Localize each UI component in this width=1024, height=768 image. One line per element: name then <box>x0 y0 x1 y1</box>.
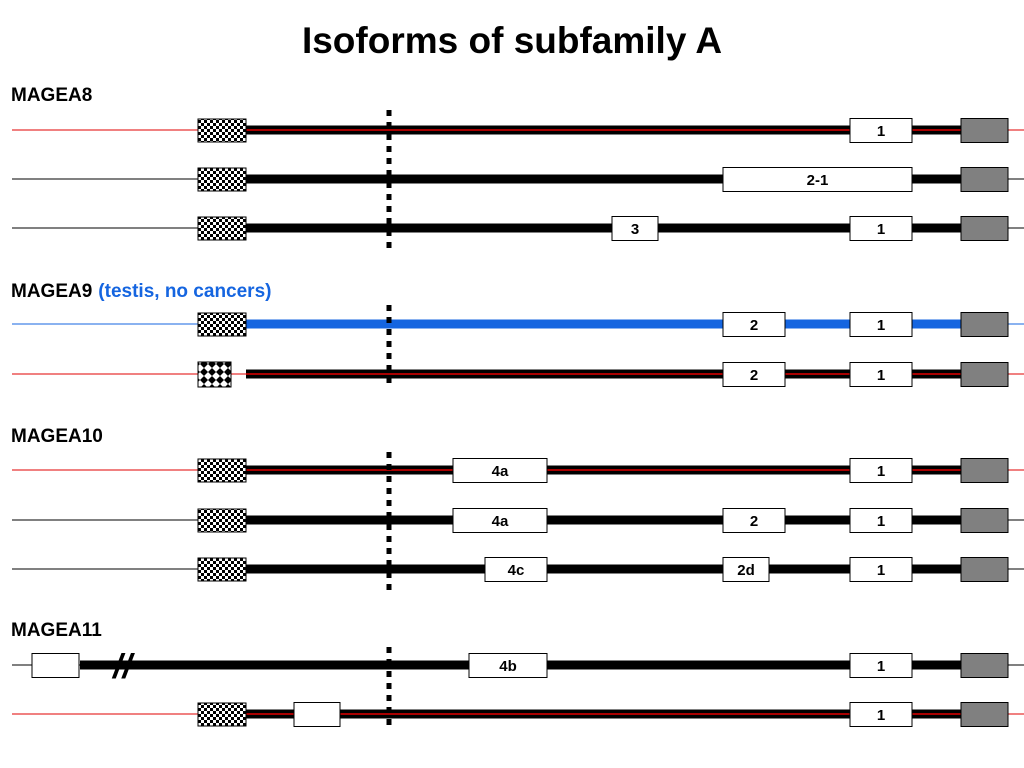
first-exon-diamond <box>197 361 232 388</box>
exon-label: 2d <box>737 562 755 579</box>
exon-label: 4c <box>508 562 525 579</box>
exon-label: 4b <box>499 658 517 675</box>
exon-box <box>484 557 548 582</box>
exon-box <box>849 653 913 678</box>
first-exon-white <box>31 653 80 678</box>
last-exon-grey <box>960 458 1009 483</box>
exon-box <box>722 557 770 582</box>
first-exon-checker <box>197 167 247 192</box>
transcript-body <box>246 564 961 574</box>
last-exon-grey <box>960 167 1009 192</box>
first-exon-checker <box>197 216 247 241</box>
exon-box <box>452 458 548 483</box>
sequence-break: // <box>111 648 135 686</box>
page-title: Isoforms of subfamily A <box>302 20 722 61</box>
first-exon-checker <box>197 702 247 727</box>
exon-box <box>849 557 913 582</box>
last-exon-grey <box>960 312 1009 337</box>
last-exon-grey <box>960 216 1009 241</box>
exon-label: 1 <box>877 463 885 480</box>
exon-label: 2 <box>750 317 758 334</box>
last-exon-grey <box>960 702 1009 727</box>
exon-label: 1 <box>877 367 885 384</box>
exon-label: 1 <box>877 562 885 579</box>
exon-label: 3 <box>631 221 639 238</box>
gene-note: (testis, no cancers) <box>98 281 271 302</box>
exon-box <box>722 312 786 337</box>
exon-label: 1 <box>877 123 885 140</box>
exon-box <box>849 362 913 387</box>
isoform-row: 1 <box>12 702 1024 727</box>
exon-label: 4a <box>492 463 509 480</box>
exon-box <box>722 362 786 387</box>
first-exon-checker <box>197 312 247 337</box>
exon-box <box>849 458 913 483</box>
first-exon-checker <box>197 118 247 143</box>
exon-label: 1 <box>877 513 885 530</box>
exon-box <box>468 653 548 678</box>
last-exon-grey <box>960 118 1009 143</box>
exon-label: 4a <box>492 513 509 530</box>
first-exon-checker <box>197 557 247 582</box>
exon-label: 1 <box>877 317 885 334</box>
exon-label: 1 <box>877 221 885 238</box>
gene-group-magea10: MAGEA10 4a 1 4a 2 1 4c 2d 1 <box>11 426 1024 590</box>
first-exon-checker <box>197 508 247 533</box>
transcript-body <box>246 515 961 525</box>
gene-label: MAGEA9 (testis, no cancers) <box>11 281 271 302</box>
exon-label: 2 <box>750 367 758 384</box>
isoform-row: 4a 1 <box>12 458 1024 483</box>
exon-box <box>849 702 913 727</box>
gene-name: MAGEA10 <box>11 426 103 447</box>
isoform-row: 1 <box>12 118 1024 143</box>
transcript-body <box>246 174 961 184</box>
exon-label: 1 <box>877 707 885 724</box>
exon-box <box>849 508 913 533</box>
gene-name: MAGEA11 <box>11 620 102 641</box>
gene-label: MAGEA11 <box>11 620 102 641</box>
first-exon-checker <box>197 458 247 483</box>
isoform-row: 4a 2 1 <box>12 508 1024 533</box>
exon-box <box>452 508 548 533</box>
exon-label: 2-1 <box>807 172 829 189</box>
last-exon-grey <box>960 653 1009 678</box>
exon-box <box>849 118 913 143</box>
last-exon-grey <box>960 508 1009 533</box>
gene-label: MAGEA10 <box>11 426 103 447</box>
exon-box <box>849 216 913 241</box>
gene-group-magea11: MAGEA11 // 4b 1 1 <box>11 620 1024 728</box>
isoform-row: // 4b 1 <box>12 648 1024 686</box>
gene-label: MAGEA8 <box>11 85 92 106</box>
last-exon-grey <box>960 557 1009 582</box>
transcript-body <box>246 319 961 329</box>
last-exon-grey <box>960 362 1009 387</box>
gene-name: MAGEA9 <box>11 281 92 302</box>
exon-label: 2 <box>750 513 758 530</box>
isoform-row: 4c 2d 1 <box>12 557 1024 582</box>
exon-label: 1 <box>877 658 885 675</box>
exon-box <box>611 216 659 241</box>
exon-box <box>849 312 913 337</box>
isoform-row: 2-1 <box>12 167 1024 192</box>
exon-box <box>722 167 913 192</box>
gene-name: MAGEA8 <box>11 85 92 106</box>
transcript-body <box>246 223 961 233</box>
exon-box <box>722 508 786 533</box>
exon-box <box>293 702 341 727</box>
